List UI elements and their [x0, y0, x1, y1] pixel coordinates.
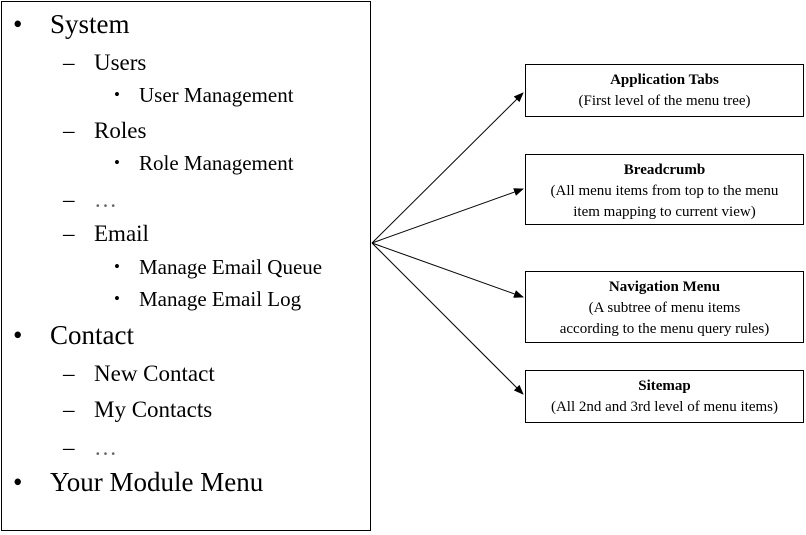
menu-item-new-contact: New Contact [94, 361, 215, 386]
menu-item-user-management: User Management [139, 83, 294, 107]
menu-item-your-module-menu: Your Module Menu [50, 467, 264, 497]
menu-item-manage-email-log: Manage Email Log [139, 287, 302, 311]
breadcrumb-box: Breadcrumb (All menu items from top to t… [525, 154, 804, 225]
box-description: item mapping to current view) [573, 204, 756, 220]
bullet-marker: • [114, 153, 120, 172]
box-description: according to the menu query rules) [559, 321, 770, 337]
menu-item-system: System [50, 9, 130, 39]
box-description: (All menu items from top to the menu [550, 183, 779, 199]
box-description: (A subtree of menu items [588, 300, 741, 316]
box-title: Sitemap [638, 378, 691, 394]
menu-item-contact: Contact [50, 320, 134, 350]
box-title: Navigation Menu [608, 279, 721, 295]
arrow-to-navigation-menu [371, 242, 524, 298]
menu-item-manage-email-queue: Manage Email Queue [139, 255, 323, 279]
menu-item-my-contacts: My Contacts [94, 397, 213, 422]
bullet-marker: • [114, 289, 120, 308]
menu-item-roles: Roles [94, 118, 147, 143]
menu-item-users: Users [94, 50, 147, 75]
dash-marker: – [63, 221, 75, 246]
menu-item-ellipsis: … [94, 187, 117, 212]
navigation-menu-box: Navigation Menu (A subtree of menu items… [525, 271, 804, 343]
bullet-marker: • [114, 257, 120, 276]
menu-item-email: Email [94, 221, 149, 246]
box-title: Breadcrumb [623, 162, 706, 178]
box-description: (First level of the menu tree) [578, 93, 751, 109]
arrow-to-application-tabs [371, 92, 524, 244]
dash-marker: – [63, 361, 75, 386]
menu-tree-panel: • System – Users • User Management – Rol… [1, 1, 371, 531]
dash-marker: – [63, 118, 75, 143]
bullet-marker: • [13, 320, 23, 350]
menu-item-ellipsis: … [94, 435, 117, 460]
sitemap-box: Sitemap (All 2nd and 3rd level of menu i… [525, 370, 804, 423]
application-tabs-box: Application Tabs (First level of the men… [525, 64, 804, 117]
bullet-marker: • [13, 467, 23, 497]
menu-item-role-management: Role Management [139, 151, 294, 175]
dash-marker: – [63, 187, 75, 212]
box-title: Application Tabs [610, 72, 719, 88]
bullet-marker: • [13, 9, 23, 39]
arrow-to-sitemap [371, 242, 524, 395]
arrow-to-breadcrumb [371, 188, 524, 244]
dash-marker: – [63, 435, 75, 460]
box-description: (All 2nd and 3rd level of menu items) [550, 399, 779, 415]
dash-marker: – [63, 397, 75, 422]
dash-marker: – [63, 50, 75, 75]
bullet-marker: • [114, 85, 120, 104]
